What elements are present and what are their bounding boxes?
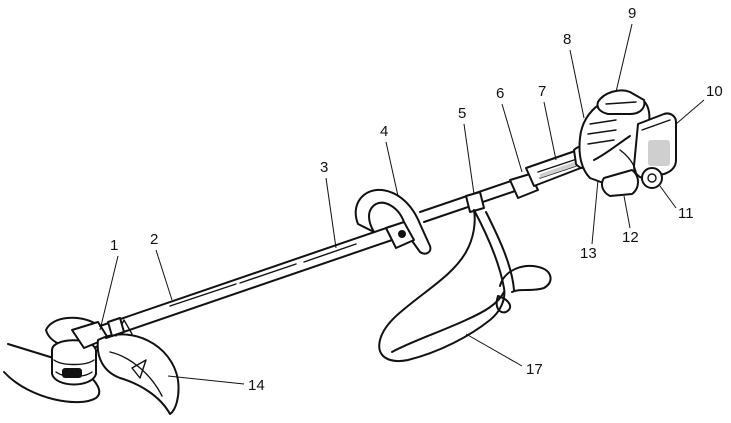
fuel-tank-cap xyxy=(596,89,646,115)
guard-wing xyxy=(96,333,180,415)
engine-unit xyxy=(578,89,677,197)
callout-10: 10 xyxy=(706,83,723,100)
callout-6: 6 xyxy=(496,85,504,102)
shoulder-harness xyxy=(378,191,552,362)
callout-17: 17 xyxy=(526,361,543,378)
callout-8: 8 xyxy=(563,31,571,48)
leader-lines xyxy=(99,23,705,385)
drive-shaft xyxy=(99,225,399,339)
starter-housing xyxy=(601,169,639,197)
callout-5: 5 xyxy=(458,105,466,122)
callout-13: 13 xyxy=(580,245,597,262)
callout-11: 11 xyxy=(678,205,694,222)
callout-14: 14 xyxy=(248,377,265,394)
harness-hanger xyxy=(465,191,485,213)
callout-12: 12 xyxy=(622,229,639,246)
line-sweep-arc xyxy=(3,371,101,404)
string-trimmer-guard xyxy=(3,316,180,415)
front-handle xyxy=(354,188,432,255)
callout-4: 4 xyxy=(380,123,388,140)
callout-7: 7 xyxy=(538,83,546,100)
callout-9: 9 xyxy=(628,5,636,22)
callout-1: 1 xyxy=(110,237,118,254)
callout-2: 2 xyxy=(150,231,158,248)
callout-3: 3 xyxy=(320,159,328,176)
callout-labels: 1 2 3 4 5 6 7 8 9 10 11 12 13 14 17 xyxy=(110,5,723,394)
